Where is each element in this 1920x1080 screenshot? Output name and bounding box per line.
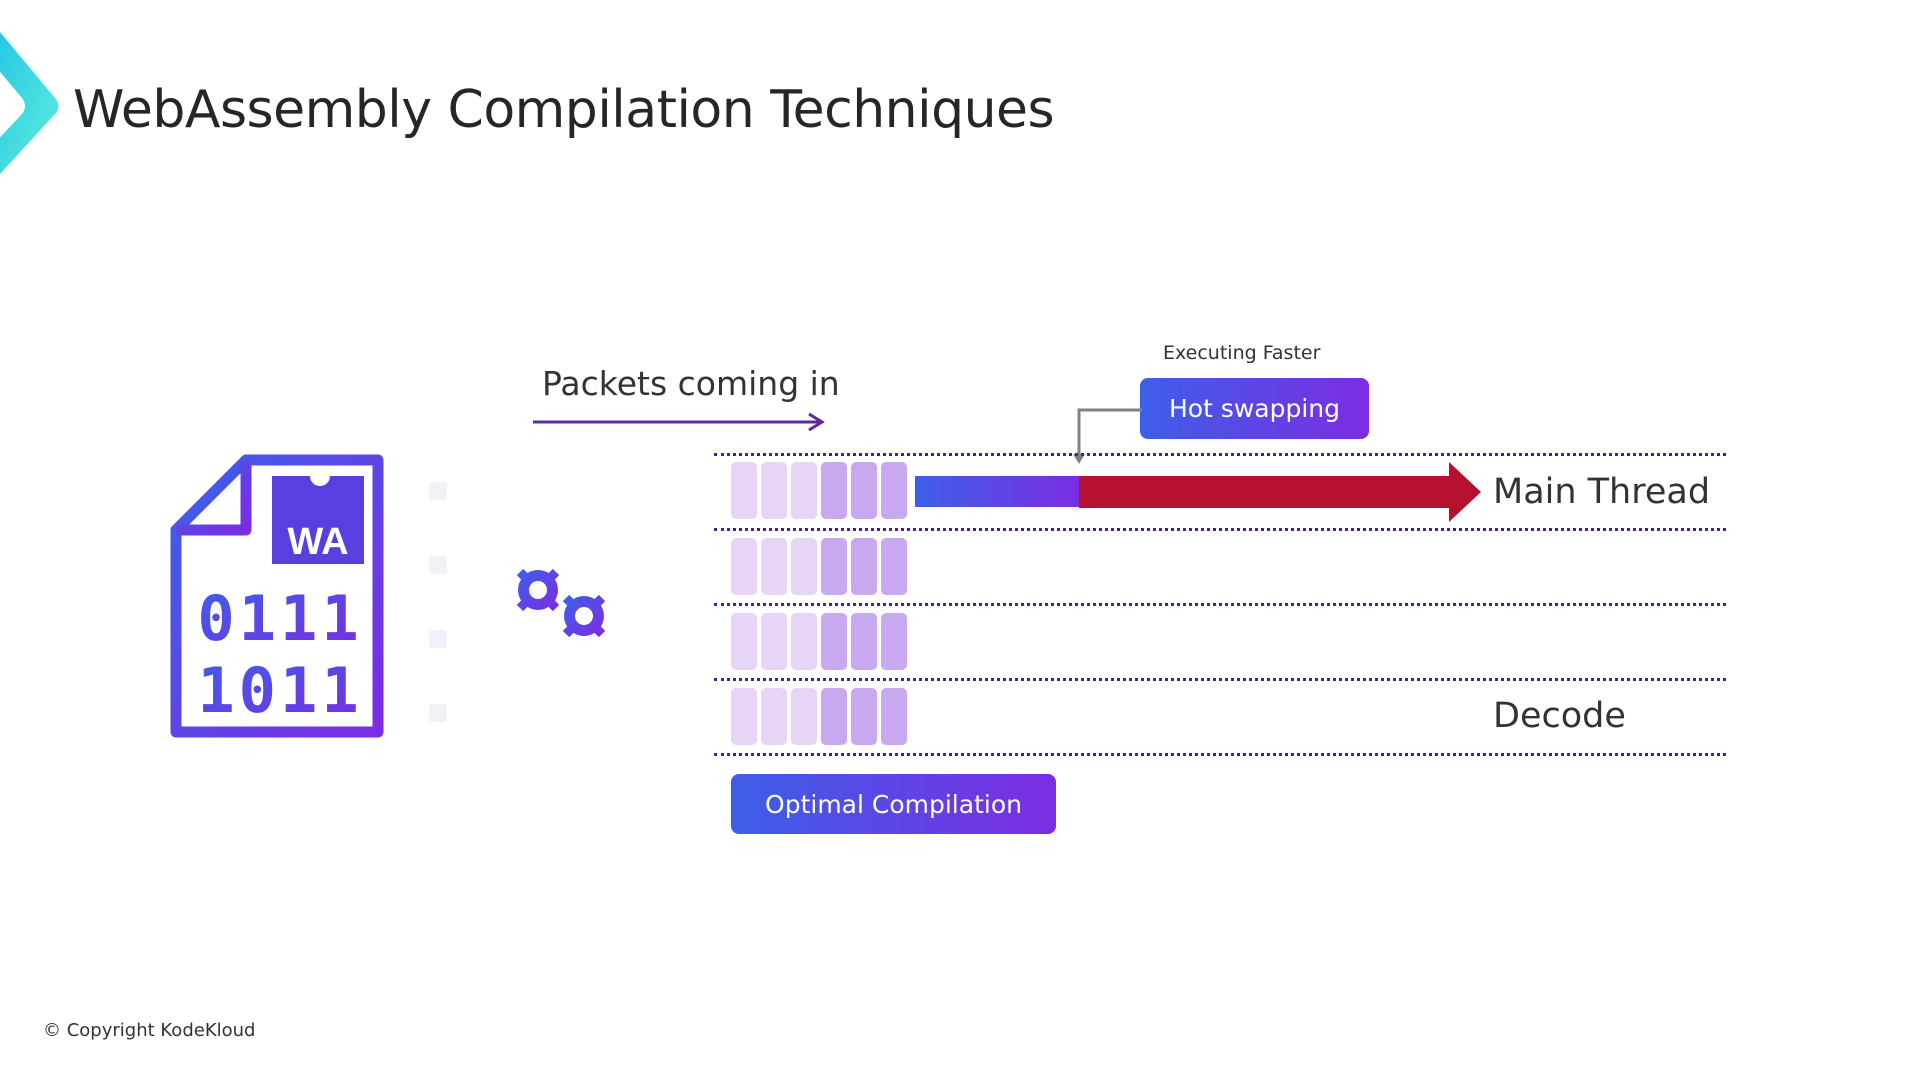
divider-line bbox=[714, 528, 1726, 531]
packet-block-row bbox=[731, 462, 907, 519]
page-title: WebAssembly Compilation Techniques bbox=[73, 80, 1055, 140]
packet-placeholder bbox=[429, 630, 447, 648]
optimal-compilation-button[interactable]: Optimal Compilation bbox=[731, 774, 1056, 834]
wasm-file-icon: WA 0111 1011 bbox=[170, 454, 384, 738]
kodekloud-chevron-logo bbox=[0, 32, 59, 175]
main-thread-label: Main Thread bbox=[1493, 472, 1711, 512]
packet-placeholder bbox=[429, 556, 447, 574]
hot-swapping-button[interactable]: Hot swapping bbox=[1140, 378, 1369, 439]
divider-line bbox=[714, 453, 1726, 456]
baseline-execution-bar bbox=[915, 476, 1081, 507]
connector-arrow bbox=[1073, 408, 1142, 464]
packet-block-row bbox=[731, 613, 907, 670]
packet-block-row bbox=[731, 538, 907, 595]
wasm-badge: WA bbox=[287, 521, 348, 563]
binary-row-1: 0111 bbox=[197, 582, 362, 655]
divider-line bbox=[714, 678, 1726, 681]
arrow-right-icon bbox=[533, 412, 825, 432]
copyright-text: © Copyright KodeKloud bbox=[43, 1020, 256, 1041]
main-thread-arrow bbox=[1079, 462, 1481, 522]
packet-block-row bbox=[731, 688, 907, 745]
packet-placeholder bbox=[429, 704, 447, 722]
binary-row-2: 1011 bbox=[197, 654, 362, 727]
divider-line bbox=[714, 603, 1726, 606]
executing-faster-label: Executing Faster bbox=[1163, 342, 1321, 364]
gears-icon bbox=[512, 564, 610, 642]
packet-placeholder bbox=[429, 482, 447, 500]
packets-coming-in-label: Packets coming in bbox=[542, 364, 840, 403]
divider-line bbox=[714, 753, 1726, 756]
decode-label: Decode bbox=[1493, 696, 1626, 736]
